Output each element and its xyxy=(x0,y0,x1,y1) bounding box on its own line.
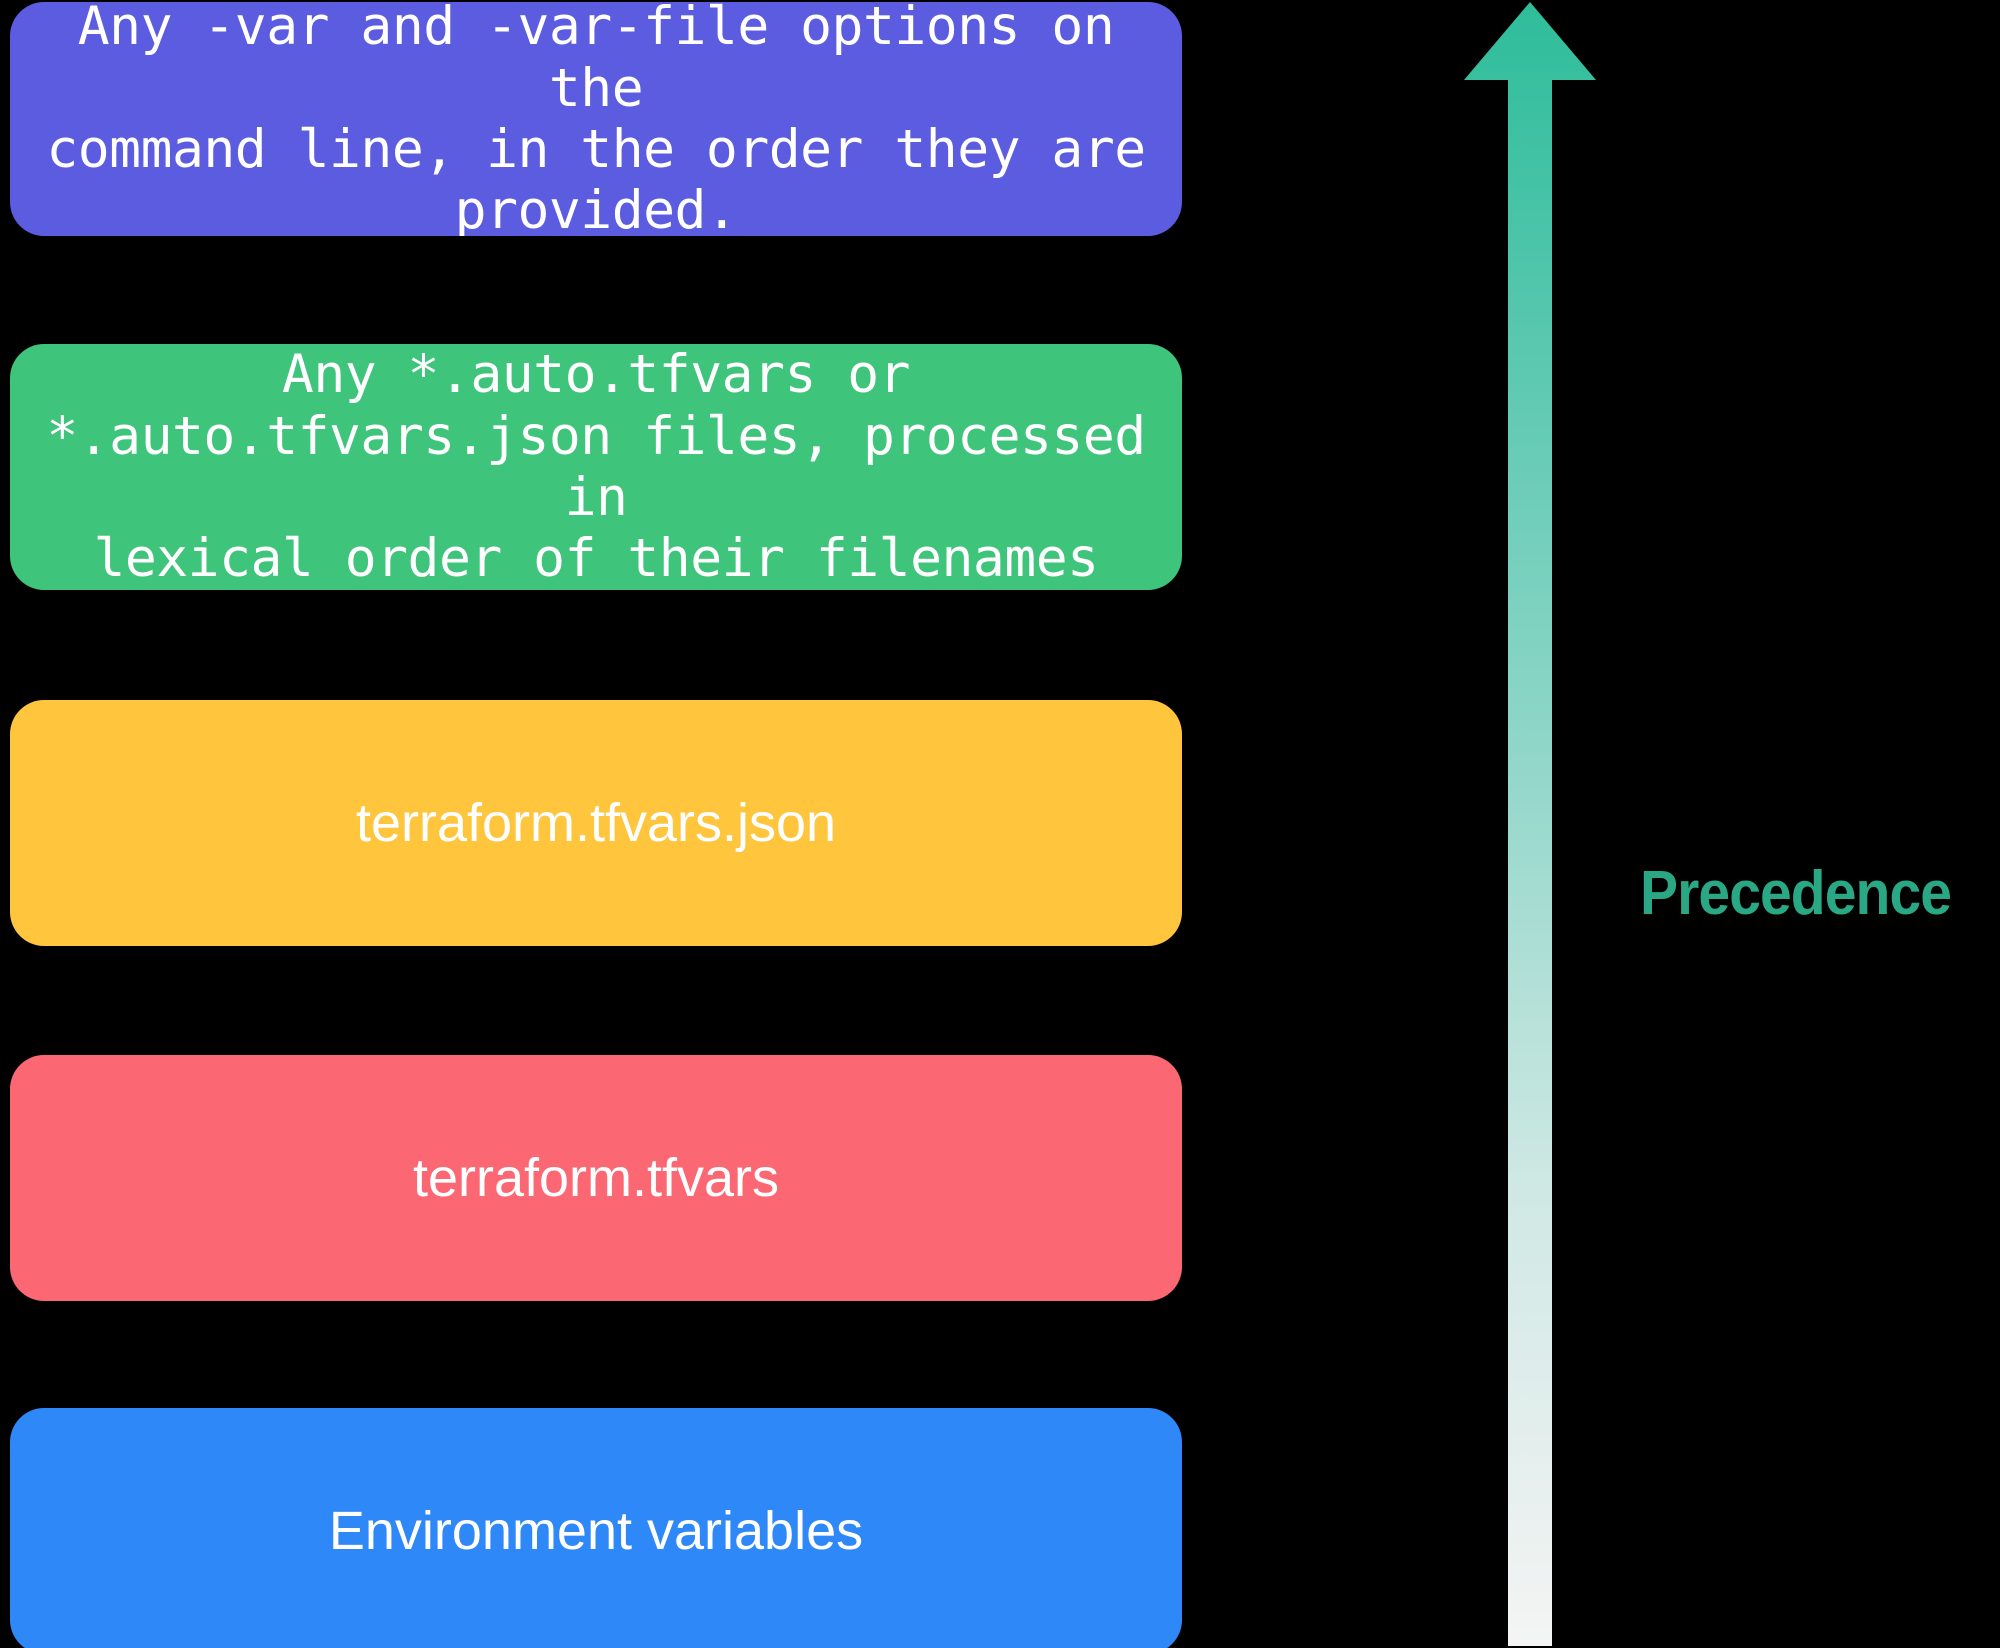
precedence-box-terraform-tfvars-json: terraform.tfvars.json xyxy=(10,700,1182,946)
precedence-box-terraform-tfvars-label: terraform.tfvars xyxy=(412,1147,780,1208)
precedence-box-auto-tfvars-label: Any *.auto.tfvars or *.auto.tfvars.json … xyxy=(46,344,1146,590)
precedence-label: Precedence xyxy=(1640,859,1952,928)
precedence-box-cli-options-label: Any -var and -var-file options on the co… xyxy=(46,2,1146,236)
precedence-box-auto-tfvars: Any *.auto.tfvars or *.auto.tfvars.json … xyxy=(10,344,1182,590)
precedence-box-environment-variables-label: Environment variables xyxy=(328,1500,864,1561)
precedence-box-environment-variables: Environment variables xyxy=(10,1408,1182,1648)
precedence-box-terraform-tfvars: terraform.tfvars xyxy=(10,1055,1182,1301)
precedence-arrow-icon xyxy=(1464,2,1596,1646)
precedence-box-cli-options: Any -var and -var-file options on the co… xyxy=(10,2,1182,236)
precedence-box-terraform-tfvars-json-label: terraform.tfvars.json xyxy=(355,792,837,853)
